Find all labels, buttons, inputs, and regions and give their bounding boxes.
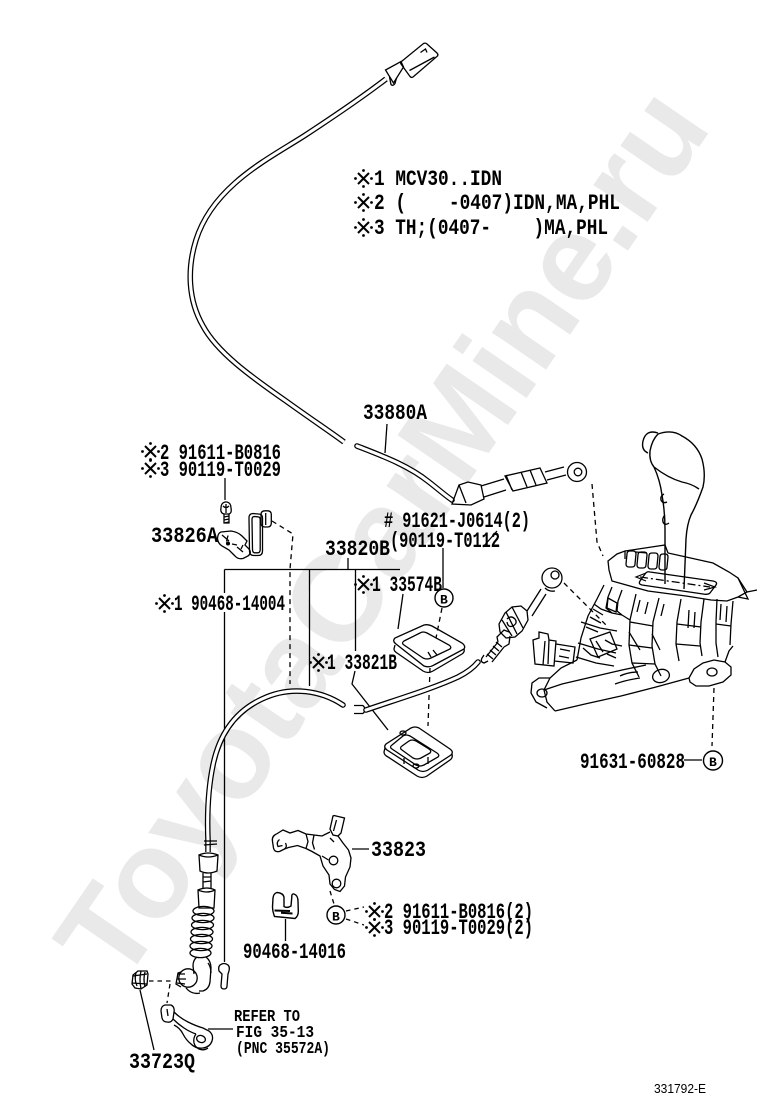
svg-text:33826A: 33826A [151,524,219,549]
svg-text:1 90468-14004: 1 90468-14004 [174,592,285,617]
svg-text:(PNC 35572A): (PNC 35572A) [236,1040,330,1059]
svg-text:1 33574B: 1 33574B [372,573,442,598]
svg-text:2 ( -0407)IDN,MA,PHL: 2 ( -0407)IDN,MA,PHL [374,191,620,216]
svg-text:REFER TO: REFER TO [234,1008,300,1027]
svg-text:B: B [709,755,717,770]
svg-text:33823: 33823 [371,838,426,863]
svg-text:33880A: 33880A [363,401,428,426]
svg-text:3 TH;(0407- )MA,PHL: 3 TH;(0407- )MA,PHL [374,216,608,241]
svg-text:1 33821B: 1 33821B [327,651,397,676]
svg-text:1 MCV30..IDN: 1 MCV30..IDN [374,167,502,192]
svg-text:FIG 35-13: FIG 35-13 [236,1024,314,1043]
svg-text:33820B: 33820B [325,537,390,562]
svg-text:# 91621-J0614(2): # 91621-J0614(2) [384,509,530,534]
svg-text:2 91611-B0816(2): 2 91611-B0816(2) [384,900,533,925]
svg-text:91631-60828: 91631-60828 [580,750,685,775]
svg-text:B: B [440,593,448,608]
svg-text:331792-E: 331792-E [654,1081,706,1096]
svg-text:2 91611-B0816: 2 91611-B0816 [160,441,281,466]
svg-text:(90119-T0112: (90119-T0112 [390,529,500,554]
svg-text:90468-14016: 90468-14016 [243,940,346,965]
svg-text:B: B [332,910,340,925]
svg-text:3 90119-T0029: 3 90119-T0029 [160,458,281,483]
svg-text:33723Q: 33723Q [129,1050,195,1075]
svg-text:3 90119-T0029(2): 3 90119-T0029(2) [384,916,533,941]
